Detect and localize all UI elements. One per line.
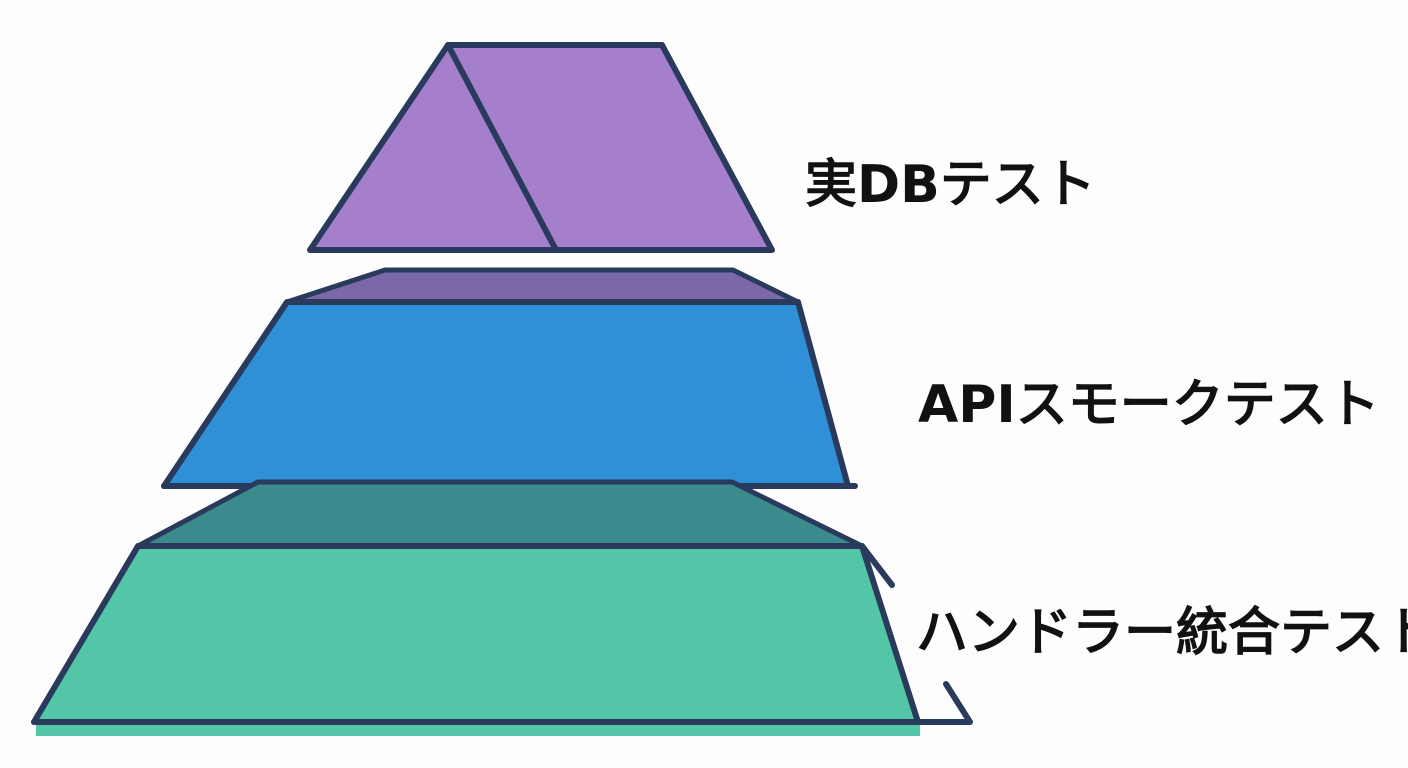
tier-top: 実DBテスト xyxy=(284,42,1096,305)
tier-bottom-edge-accent xyxy=(859,543,895,588)
tier-top-face xyxy=(307,42,775,253)
tier-middle-label: APIスモークテスト xyxy=(918,375,1380,435)
tier-top-fold-line xyxy=(445,42,559,253)
tier-middle: APIスモークテスト xyxy=(135,299,1380,549)
tier-bottom-base-bracket xyxy=(31,681,973,725)
tier-middle-face xyxy=(161,299,851,489)
tier-bottom-label: ハンドラー統合テスト xyxy=(916,603,1408,663)
tier-top-underside xyxy=(284,267,801,305)
tier-top-label: 実DBテスト xyxy=(805,155,1096,215)
tier-middle-underside xyxy=(135,479,865,549)
tier-bottom-base-band xyxy=(36,724,920,736)
tier-bottom-face xyxy=(31,543,921,725)
tier-bottom: ハンドラー統合テスト xyxy=(31,543,1408,736)
